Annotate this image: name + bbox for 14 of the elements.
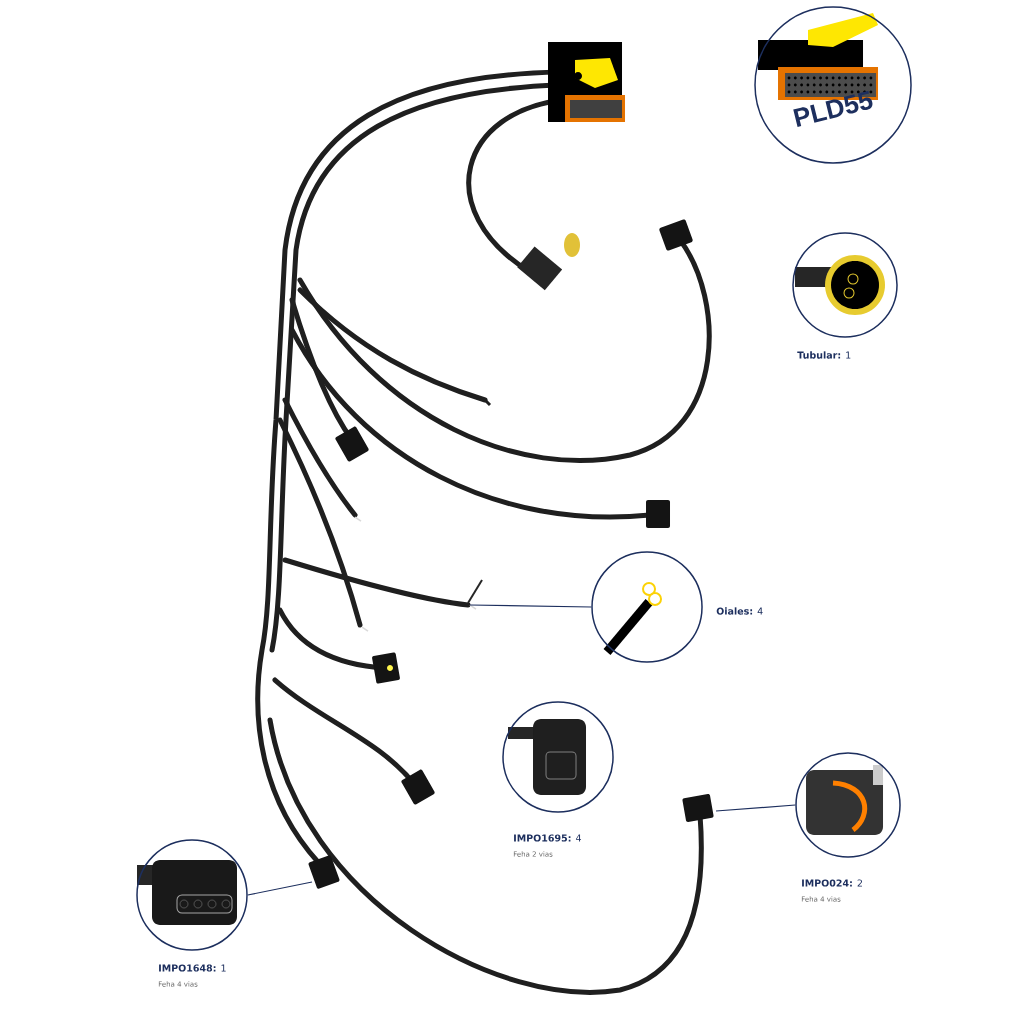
- connector-photo: [591, 551, 703, 663]
- part-label: IMPO1695: 4: [514, 834, 581, 842]
- connector-photo: [792, 232, 898, 338]
- part-label: Tubular: 1: [797, 351, 851, 359]
- connector-photo: [136, 839, 248, 951]
- connector-photo: [502, 701, 614, 813]
- leader-line: [469, 604, 592, 608]
- part-label: IMPO024: 2: [802, 879, 862, 887]
- connector-photo: [795, 752, 901, 858]
- connector-photo: PLD55: [754, 6, 912, 164]
- part-label: IMPO1648: 1: [159, 964, 226, 972]
- leader-line: [715, 804, 796, 812]
- leader-line: [247, 881, 313, 896]
- part-label: Oiales: 4: [716, 607, 763, 615]
